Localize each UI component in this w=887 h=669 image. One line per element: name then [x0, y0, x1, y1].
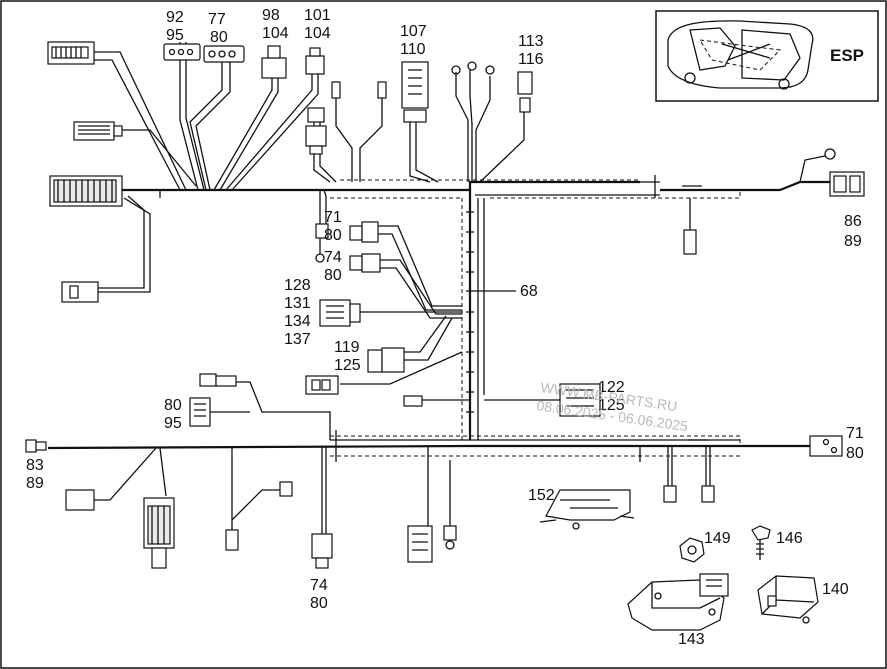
label-80: 80 — [324, 267, 342, 284]
connector-large-vertical — [143, 497, 175, 569]
label-149: 149 — [704, 530, 731, 547]
connector-71-80-right — [809, 435, 843, 457]
nut-149 — [679, 537, 705, 563]
connector-101-104 — [305, 47, 325, 75]
connector-lower-block — [407, 525, 433, 563]
right-lower-drops — [663, 446, 715, 503]
top-left-branches — [92, 42, 319, 293]
label-74: 74 — [324, 249, 342, 266]
label-86: 86 — [844, 213, 862, 230]
connector-80-95-left — [189, 397, 211, 427]
lower-left-branches — [94, 381, 451, 534]
connector-small-lower — [225, 481, 293, 551]
label-80: 80 — [310, 595, 328, 612]
label-71: 71 — [846, 425, 864, 442]
part-number-labels: 92 95 77 80 98 104 101 104 107 110 113 1… — [26, 7, 864, 648]
bracket-152 — [539, 489, 635, 530]
label-80: 80 — [210, 29, 228, 46]
label-104: 104 — [262, 25, 289, 42]
connector-plug-top — [199, 373, 237, 387]
label-143: 143 — [678, 631, 705, 648]
ring-terminals — [451, 61, 495, 75]
label-125: 125 — [334, 357, 361, 374]
connector-107-110 — [401, 61, 429, 123]
label-80: 80 — [164, 397, 182, 414]
connector-left-plug — [61, 281, 99, 303]
connector-128-137 — [319, 299, 361, 327]
connector-119-125 — [367, 347, 405, 373]
label-89: 89 — [26, 475, 44, 492]
connector-plug-mid — [305, 375, 339, 395]
label-113: 113 — [518, 33, 544, 50]
sensor-140 — [757, 575, 819, 624]
label-77: 77 — [208, 11, 226, 28]
label-107: 107 — [400, 23, 427, 40]
connector-113-116 — [517, 71, 533, 113]
middle-branches — [340, 225, 560, 401]
upper-center-branches — [313, 70, 525, 244]
connector-74-80-lower — [311, 533, 333, 569]
bolt-146 — [751, 525, 771, 560]
connector-top-a — [47, 41, 95, 65]
connector-86-89 — [829, 171, 865, 197]
connector-main-block — [49, 175, 123, 207]
label-98: 98 — [262, 7, 280, 24]
connector-71-80-small — [315, 223, 329, 263]
control-unit-143 — [627, 573, 729, 631]
label-110: 110 — [400, 41, 426, 58]
label-95: 95 — [164, 415, 182, 432]
label-119: 119 — [334, 339, 360, 356]
connector-74-80-mid — [349, 253, 381, 273]
label-131: 131 — [284, 295, 311, 312]
connector-92-95 — [163, 43, 201, 61]
label-104: 104 — [304, 25, 331, 42]
label-95: 95 — [166, 27, 184, 44]
esp-badge: ESP — [830, 46, 864, 65]
label-137: 137 — [284, 331, 311, 348]
connector-top-b — [73, 121, 123, 141]
connector-small-upper-b — [331, 81, 387, 99]
main-harness-trunks — [47, 175, 830, 462]
label-83: 83 — [26, 457, 44, 474]
connector-98-104 — [261, 45, 287, 79]
label-125: 125 — [598, 397, 625, 414]
connector-77-80 — [203, 45, 245, 63]
connector-71-80-mid — [349, 221, 379, 243]
label-134: 134 — [284, 313, 311, 330]
ring-terminal-lower — [443, 525, 457, 550]
label-71: 71 — [324, 209, 342, 226]
connector-lower-left-plug — [65, 489, 95, 511]
right-side-branches — [683, 148, 836, 255]
connector-122-125 — [559, 383, 601, 417]
connector-small-upper-a — [305, 107, 327, 155]
label-92: 92 — [166, 9, 184, 26]
label-80: 80 — [846, 445, 864, 462]
label-80: 80 — [324, 227, 342, 244]
vehicle-inset: ESP — [655, 10, 879, 102]
label-101: 101 — [304, 7, 331, 24]
label-146: 146 — [776, 530, 803, 547]
connector-83-89 — [25, 439, 47, 453]
label-116: 116 — [518, 51, 544, 68]
vehicle-outline-icon — [667, 20, 814, 90]
label-128: 128 — [284, 277, 311, 294]
label-68: 68 — [520, 283, 538, 300]
label-152: 152 — [528, 487, 555, 504]
label-89: 89 — [844, 233, 862, 250]
label-122: 122 — [598, 379, 625, 396]
label-74: 74 — [310, 577, 328, 594]
connector-mid-small — [403, 395, 423, 407]
label-140: 140 — [822, 581, 849, 598]
